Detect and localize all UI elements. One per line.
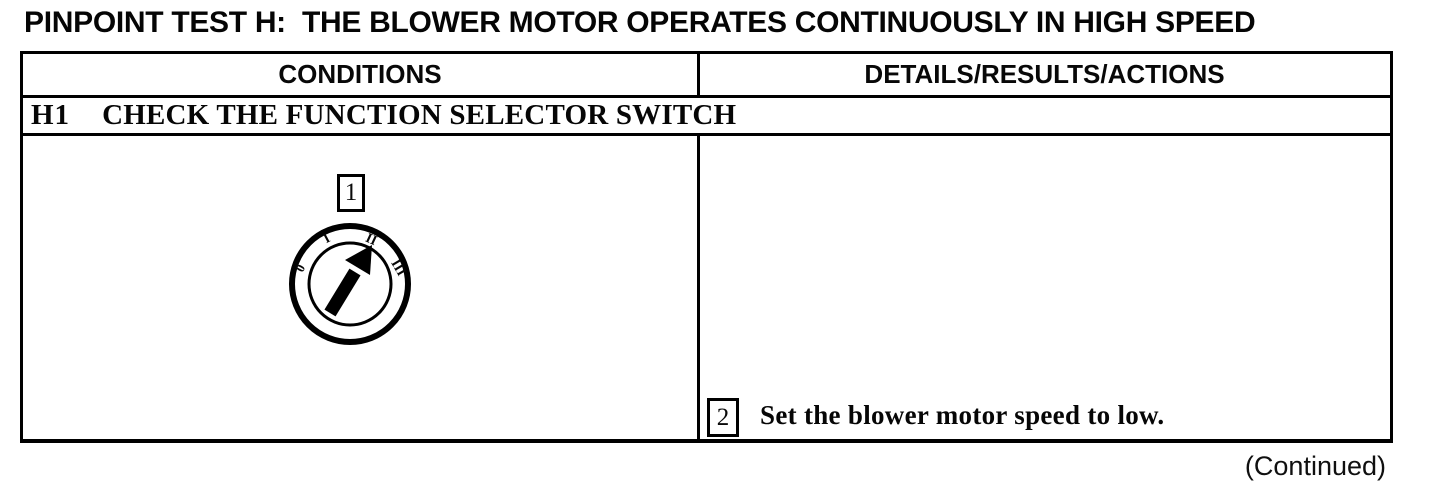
- dial-position-label-i: I: [321, 231, 333, 247]
- callout-2-number: 2: [716, 403, 730, 431]
- step-id: H1: [31, 99, 71, 131]
- callout-1-number: 1: [344, 179, 358, 206]
- column-header-details: DETAILS/RESULTS/ACTIONS: [864, 59, 1225, 89]
- dial-pointer-arrow: [324, 245, 372, 317]
- dial-inner-ring: [307, 241, 393, 327]
- step-header-row: H1 CHECK THE FUNCTION SELECTOR SWITCH: [23, 98, 1390, 133]
- function-selector-dial: 0 I II III: [289, 223, 411, 345]
- instruction-text: Set the blower motor speed to low.: [760, 400, 1165, 430]
- column-header-conditions: CONDITIONS: [278, 59, 442, 89]
- dial-position-label-iii: III: [387, 257, 408, 279]
- callout-2-box: 2: [707, 398, 739, 437]
- callout-1-box: 1: [337, 174, 365, 212]
- column-divider-body: [697, 136, 700, 440]
- continued-label: (Continued): [1244, 451, 1386, 481]
- step-row-border: [23, 133, 1390, 136]
- step-title: CHECK THE FUNCTION SELECTOR SWITCH: [102, 99, 737, 131]
- dial-outer-ring: [289, 223, 411, 345]
- header-row-border: [23, 95, 1390, 98]
- column-divider-header: [697, 54, 700, 95]
- pinpoint-test-table: CONDITIONS DETAILS/RESULTS/ACTIONS H1 CH…: [20, 51, 1393, 443]
- page-title: PINPOINT TEST H: THE BLOWER MOTOR OPERAT…: [24, 6, 1256, 39]
